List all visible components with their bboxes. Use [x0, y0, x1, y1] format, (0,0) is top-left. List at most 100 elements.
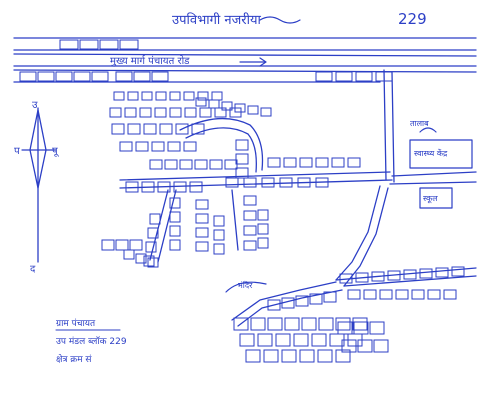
house-block — [143, 123, 157, 135]
house-block — [317, 349, 333, 363]
house-block — [318, 317, 334, 331]
house-block — [335, 317, 351, 331]
house-block — [167, 141, 181, 152]
house-block — [335, 349, 351, 363]
house-block — [221, 101, 233, 111]
house-block — [261, 177, 275, 188]
house-block — [369, 321, 385, 335]
house-block — [403, 269, 417, 280]
house-block — [147, 257, 159, 268]
house-block — [115, 239, 129, 251]
house-block — [267, 157, 281, 168]
top-roads: मुख्य मार्ग पंचायत रोड — [13, 37, 477, 83]
house-block — [189, 181, 203, 193]
house-block — [123, 249, 135, 260]
landmarks: स्वास्थ्य केंद्र स्कूल मंदिर तालाब — [225, 119, 473, 293]
house-block — [347, 289, 361, 300]
house-block — [363, 289, 377, 300]
house-block — [293, 333, 309, 347]
road-line — [335, 185, 381, 281]
house-block — [315, 177, 329, 188]
map-legend: ग्राम पंचायत उप मंडल ब्लॉक 229 क्षेत्र क… — [55, 318, 127, 365]
house-block — [267, 299, 281, 311]
house-block — [239, 333, 255, 347]
house-block — [191, 123, 205, 135]
house-block — [299, 157, 313, 168]
house-block — [145, 241, 157, 253]
house-block — [243, 210, 257, 221]
house-block — [147, 227, 159, 239]
house-block — [125, 181, 139, 193]
house-block — [355, 272, 369, 283]
house-block — [411, 289, 425, 300]
house-block — [127, 123, 141, 135]
house-block — [263, 349, 279, 363]
flag-icon — [419, 127, 437, 133]
house-block — [234, 103, 246, 113]
temple-label: मंदिर — [238, 280, 253, 290]
house-block — [335, 71, 353, 82]
house-block — [151, 141, 165, 152]
house-block — [257, 237, 269, 249]
house-block — [91, 71, 109, 82]
house-block — [373, 339, 389, 353]
road-line — [13, 53, 477, 57]
house-block — [73, 71, 91, 82]
house-block — [211, 91, 223, 101]
house-block — [213, 229, 225, 241]
house-block — [355, 71, 373, 82]
house-block — [183, 91, 195, 101]
house-block — [245, 349, 261, 363]
house-block — [183, 141, 197, 152]
house-block — [387, 270, 401, 281]
house-block — [195, 213, 209, 224]
house-block — [214, 107, 227, 118]
house-block — [149, 159, 163, 170]
house-block — [119, 141, 133, 152]
house-block — [341, 339, 357, 353]
house-block — [427, 289, 441, 300]
house-block — [235, 153, 249, 165]
house-block — [279, 177, 293, 188]
house-block — [209, 159, 223, 170]
road-line — [335, 267, 477, 281]
compass-needle-icon — [29, 109, 47, 189]
house-block — [169, 107, 182, 118]
header-squiggle — [259, 16, 301, 24]
house-block — [169, 211, 181, 223]
house-block — [339, 273, 353, 284]
house-block — [119, 39, 139, 50]
house-block — [235, 139, 249, 151]
house-block — [195, 199, 209, 210]
house-block — [357, 339, 373, 353]
house-block — [159, 123, 173, 135]
school-building — [419, 187, 453, 209]
house-block — [257, 333, 273, 347]
compass-west: प — [14, 146, 20, 157]
house-block — [451, 266, 465, 277]
house-block — [311, 333, 327, 347]
house-block — [225, 177, 239, 188]
house-block — [173, 181, 187, 193]
health-centre-label: स्वास्थ्य केंद्र — [414, 148, 448, 158]
temple-path — [225, 281, 267, 293]
map-number: 229 — [398, 10, 427, 28]
house-block — [275, 333, 291, 347]
house-block — [169, 239, 181, 251]
house-block — [175, 123, 189, 135]
compass-rose: उ प पू द — [14, 100, 60, 275]
house-block — [299, 349, 315, 363]
house-block — [184, 107, 197, 118]
road-line — [157, 189, 177, 263]
legend-district-line: क्षेत्र क्रम सं — [56, 353, 92, 365]
house-block — [257, 209, 269, 221]
house-block — [109, 107, 122, 118]
road-label: मुख्य मार्ग पंचायत रोड — [110, 55, 190, 67]
legend-block-line: उप मंडल ब्लॉक 229 — [56, 336, 127, 347]
house-block — [154, 107, 167, 118]
house-block — [127, 91, 139, 101]
house-block — [155, 91, 167, 101]
house-block — [195, 241, 209, 252]
house-block — [260, 107, 272, 117]
house-block — [135, 141, 149, 152]
